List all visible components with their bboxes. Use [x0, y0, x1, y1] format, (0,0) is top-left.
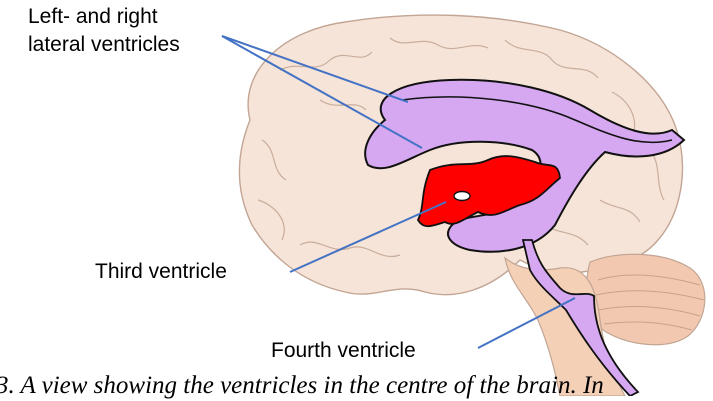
figure-caption: 3. A view showing the ventricles in the … — [0, 371, 604, 401]
label-third-ventricle: Third ventricle — [95, 258, 227, 286]
label-lateral-line2: lateral ventricles — [28, 31, 180, 59]
label-fourth-ventricle: Fourth ventricle — [271, 337, 416, 365]
label-lateral-ventricles: Left- and right lateral ventricles — [28, 3, 180, 59]
label-lateral-line1: Left- and right — [28, 3, 180, 31]
cerebellum — [587, 254, 705, 344]
interthalamic-adhesion — [454, 192, 470, 201]
